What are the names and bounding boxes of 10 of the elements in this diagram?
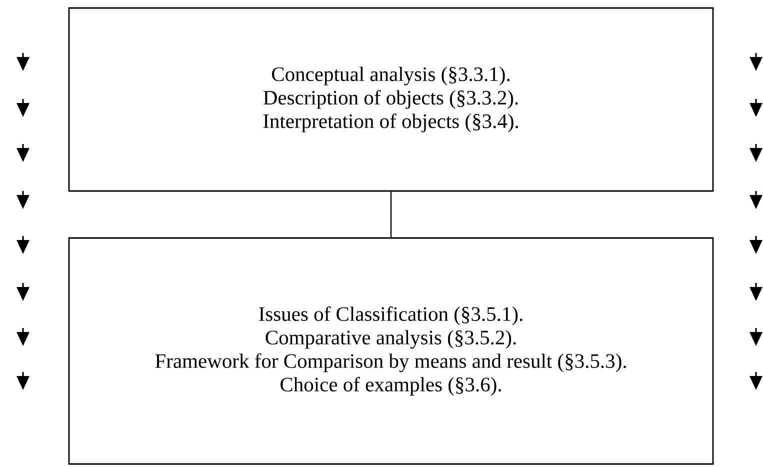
text-box	[68, 237, 714, 465]
text-box	[68, 7, 714, 192]
text-line: Comparative analysis (§3.5.2).	[266, 330, 516, 349]
connector-line	[390, 192, 392, 238]
text-line: Description of objects (§3.3.2).	[264, 90, 518, 109]
text-line: Framework for Comparison by means and result (§3.5.3).	[155, 353, 626, 372]
text-line: Issues of Classification (§3.5.1).	[259, 306, 522, 326]
text-line: Conceptual analysis (§3.3.1).	[272, 66, 510, 86]
text-line: Choice of examples (§3.6).	[280, 376, 501, 396]
text-line: Interpretation of objects (§3.4).	[263, 114, 518, 132]
